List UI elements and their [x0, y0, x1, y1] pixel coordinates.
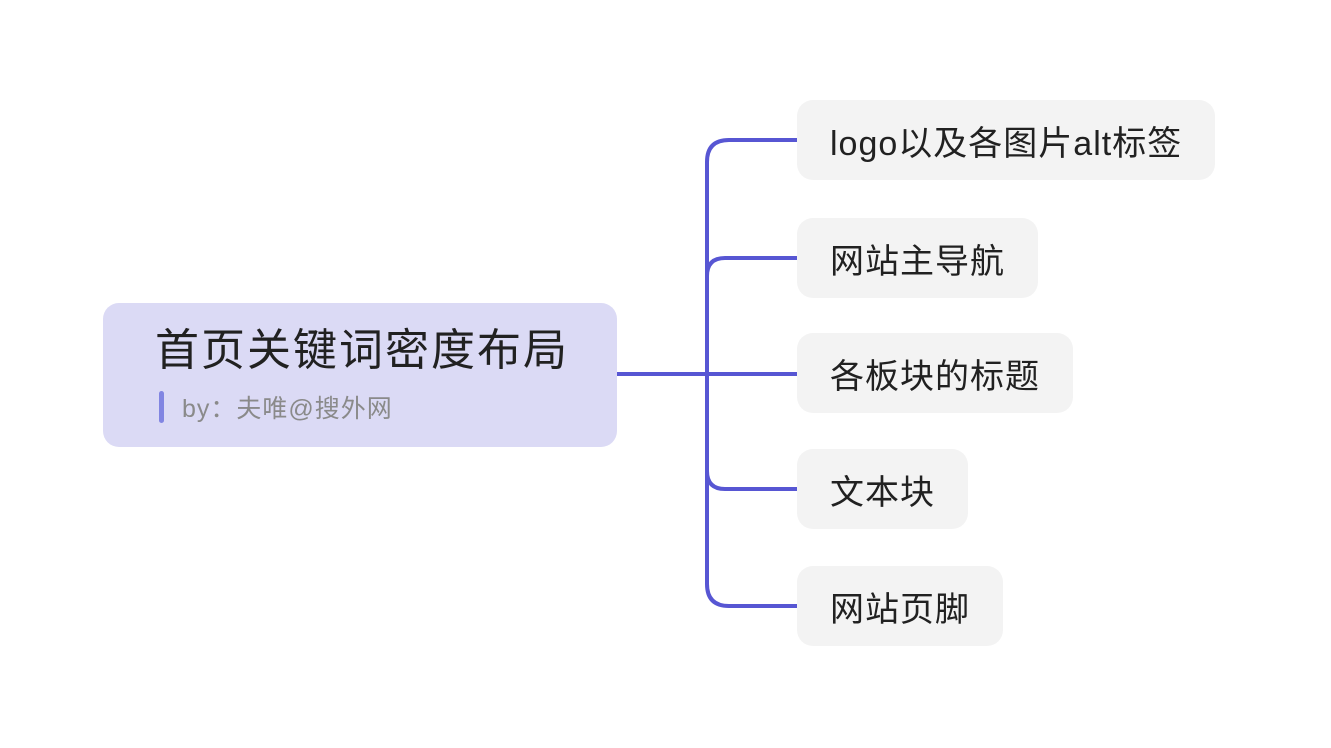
root-node-title: 首页关键词密度布局	[155, 326, 569, 375]
branch-node-label: logo以及各图片alt标签	[830, 124, 1183, 163]
connector-branch-4	[705, 470, 797, 491]
root-node-byline: by：夫唯@搜外网	[159, 389, 587, 425]
branch-node-label: 网站主导航	[830, 242, 1005, 281]
branch-node-text-block[interactable]: 文本块	[797, 449, 968, 529]
branch-node-section-titles[interactable]: 各板块的标题	[797, 333, 1073, 413]
byline-text: by：夫唯@搜外网	[182, 395, 393, 423]
branch-node-main-navigation[interactable]: 网站主导航	[797, 218, 1038, 298]
root-node[interactable]: 首页关键词密度布局 by：夫唯@搜外网	[103, 303, 617, 447]
byline-accent-bar	[159, 391, 164, 423]
branch-node-label: 文本块	[830, 473, 935, 512]
branch-node-label: 网站页脚	[830, 590, 970, 629]
connector-branch-2	[705, 256, 797, 277]
branch-node-site-footer[interactable]: 网站页脚	[797, 566, 1003, 646]
branch-node-label: 各板块的标题	[830, 357, 1040, 396]
branch-node-logo-alt-tags[interactable]: logo以及各图片alt标签	[797, 100, 1216, 180]
connector-trunk-with-top-bottom-branches	[705, 138, 797, 608]
